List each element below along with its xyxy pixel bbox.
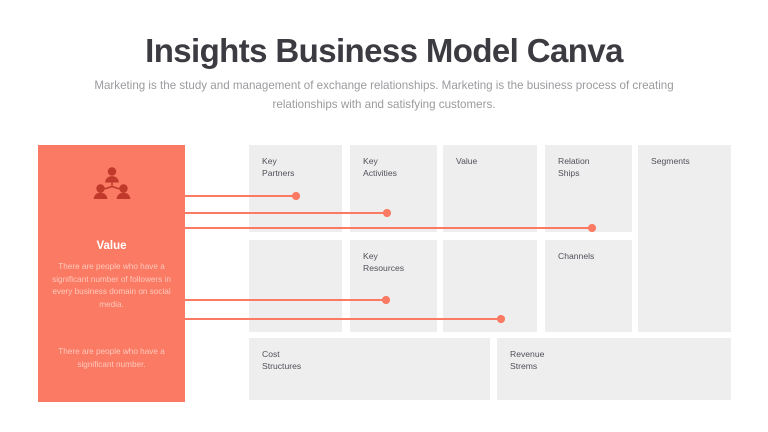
canvas-block-value[interactable]: Value: [443, 145, 537, 232]
connector-line-1: [185, 194, 296, 198]
canvas-block-block-5[interactable]: [249, 240, 342, 332]
canvas-block-channels[interactable]: Channels: [545, 240, 632, 332]
canvas-block-label: Key Resources: [363, 251, 405, 273]
canvas-block-key-partners[interactable]: Key Partners: [249, 145, 342, 232]
canvas-block-block-7[interactable]: [443, 240, 537, 332]
canvas-block-label: Key Partners: [262, 156, 295, 178]
connector-endpoint-dot-1: [292, 192, 300, 200]
canvas-block-segments[interactable]: Segments: [638, 145, 731, 332]
value-panel-heading: Value: [96, 240, 127, 252]
canvas-block-key-activities[interactable]: Key Activities: [350, 145, 437, 232]
page-subtitle: Marketing is the study and management of…: [94, 79, 674, 111]
value-panel-body: There are people who have a significant …: [52, 262, 171, 309]
canvas-block-label: Cost Structures: [262, 349, 302, 371]
canvas-block-cost-structures[interactable]: Cost Structures: [249, 338, 490, 400]
canvas-block-label: Value: [456, 156, 478, 166]
connector-line-5: [185, 317, 501, 321]
connector-endpoint-dot-2: [383, 209, 391, 217]
connector-line-3: [185, 226, 592, 230]
page-title: Insights Business Model Canva: [145, 32, 623, 69]
canvas-block-label: Revenue Strems: [510, 349, 545, 371]
value-panel-body-secondary: There are people who have a significant …: [58, 347, 165, 369]
canvas-block-label: Key Activities: [363, 156, 397, 178]
connector-endpoint-dot-5: [497, 315, 505, 323]
canvas-block-label: Channels: [558, 251, 595, 261]
canvas-block-label: Segments: [651, 156, 690, 166]
canvas-block-key-resources[interactable]: Key Resources: [350, 240, 437, 332]
connector-endpoint-dot-4: [382, 296, 390, 304]
canvas-block-relation-ships[interactable]: Relation Ships: [545, 145, 632, 232]
connector-line-4: [185, 298, 386, 302]
canvas-block-label: Relation Ships: [558, 156, 590, 178]
connector-line-2: [185, 211, 387, 215]
connector-endpoint-dot-3: [588, 224, 596, 232]
value-proposition-panel[interactable]: Value There are people who have a signif…: [38, 145, 185, 402]
canvas-block-revenue-strems[interactable]: Revenue Strems: [497, 338, 731, 400]
team-people-icon: [38, 167, 185, 199]
